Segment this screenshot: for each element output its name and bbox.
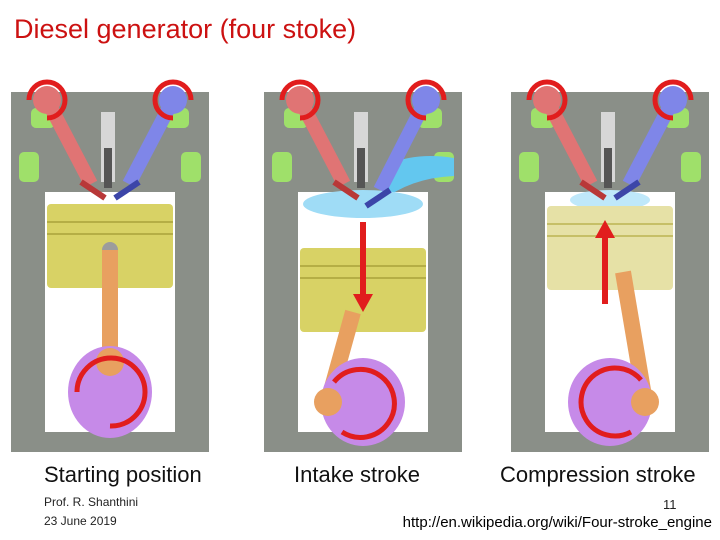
crank-rotation-arrow [74,355,148,429]
slide-title: Diesel generator (four stoke) [14,14,357,44]
caption-compression-stroke: Compression stroke [500,462,696,487]
piston-down-arrow-head [353,294,373,312]
crank-pin [314,388,342,416]
crank-rotation-arrow [578,365,643,439]
cam-rotation-arrow [652,79,694,121]
exhaust-cam [286,86,314,114]
crank-pin [631,388,659,416]
exhaust-cam [533,86,561,114]
cam-rotation-arrow [405,79,447,121]
water-jacket [272,152,292,182]
water-jacket [19,152,39,182]
intake-cam [659,86,687,114]
compressed-charge [570,190,650,210]
crank-pin [96,348,124,376]
exhaust-valve-head [332,179,360,201]
spark-plug-tip [604,148,612,188]
engine-diagram-starting [11,79,209,452]
water-jacket [181,152,201,182]
cam-rotation-arrow [526,79,568,121]
caption-intake-stroke: Intake stroke [294,462,420,487]
exhaust-valve-head [579,179,607,201]
spark-plug-tip [104,148,112,188]
piston [547,206,673,290]
piston-up-arrow-head [595,220,615,238]
water-jacket [681,152,701,182]
intake-valve-head [613,179,641,201]
page-number: 11 [663,497,677,512]
air-charge [303,190,423,218]
exhaust-cam [33,86,61,114]
source-link[interactable]: http://en.wikipedia.org/wiki/Four-stroke… [402,514,712,531]
intake-cam [159,86,187,114]
intake-valve-head [113,179,141,201]
intake-cam [412,86,440,114]
caption-starting-position: Starting position [44,462,202,487]
cam-rotation-arrow [152,79,194,121]
spark-plug-tip [357,148,365,188]
cam-rotation-arrow [279,79,321,121]
author-name: Prof. R. Shanthini [44,495,139,509]
cam-rotation-arrow [26,79,68,121]
intake-valve-head [364,187,392,209]
water-jacket [519,152,539,182]
presentation-date: 23 June 2019 [44,514,117,528]
exhaust-valve-head [79,179,107,201]
engine-diagram-intake [264,79,462,452]
crank-rotation-arrow [332,366,397,440]
engine-diagram-compression [511,79,709,452]
